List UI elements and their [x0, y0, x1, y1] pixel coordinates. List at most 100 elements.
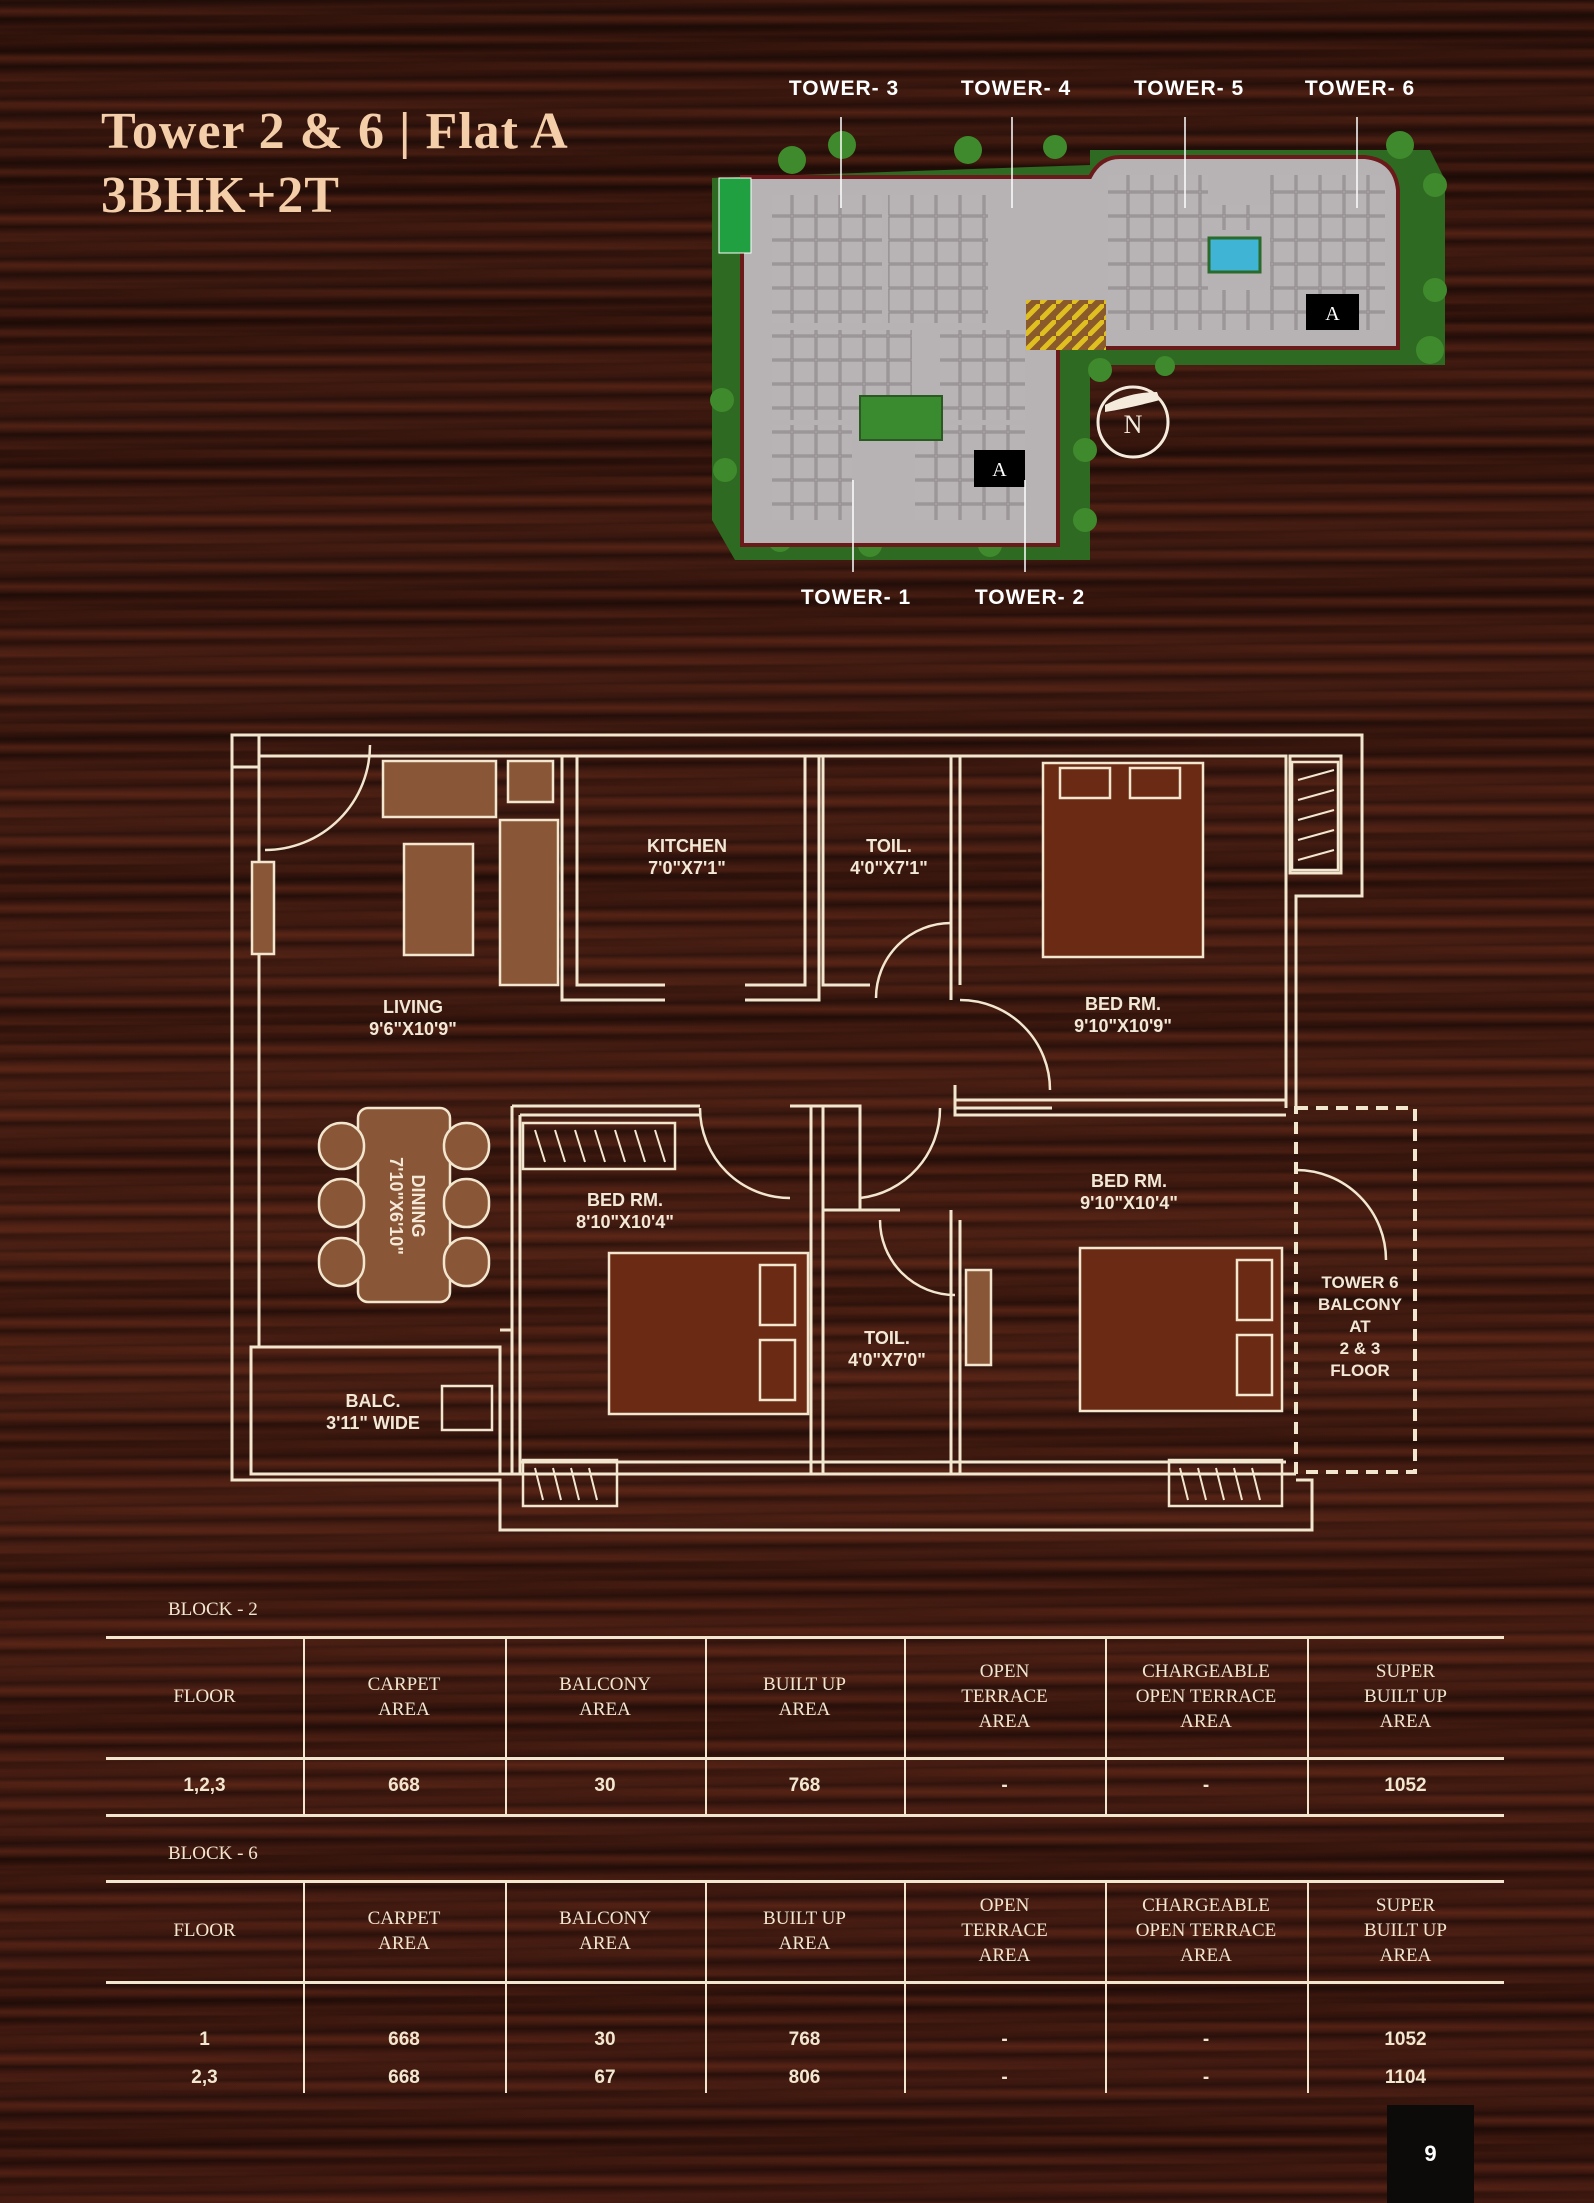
table-cell: 1104: [1384, 2067, 1427, 2088]
room-name: TOIL.: [866, 836, 912, 856]
wardrobe-bed2: [521, 1121, 677, 1171]
title-line-1: Tower 2 & 6 | Flat A: [101, 103, 569, 160]
column-divider: [1307, 1880, 1309, 2093]
table-cell: 1052: [1384, 1775, 1427, 1796]
flat-marker-tower2-label: A: [992, 459, 1007, 481]
sofa: [381, 759, 498, 819]
armchair: [506, 759, 555, 804]
header-line: TERRACE: [961, 1920, 1048, 1941]
table-cell: 2,3: [191, 2067, 218, 2088]
header-line: AREA: [378, 1698, 430, 1720]
room-name: BED RM.: [586, 1190, 663, 1210]
table-cell: 30: [594, 2029, 616, 2050]
table-cell: 668: [388, 2029, 420, 2050]
room-size: 3'11" WIDE: [326, 1413, 420, 1433]
header-line: BALCONY: [559, 1907, 651, 1929]
header-line: BUILT UP: [1364, 1686, 1447, 1707]
tower-3-label: TOWER- 3: [788, 77, 900, 100]
table-cell: -: [1202, 2029, 1210, 2050]
table-cell: 668: [388, 2067, 420, 2088]
table-cell: 806: [788, 2067, 821, 2088]
header-line: BUILT UP: [1364, 1920, 1447, 1941]
wardrobe-bed1: [1290, 760, 1340, 872]
tower-leader-lines: [840, 117, 1358, 572]
header-line: SUPER: [1375, 1661, 1436, 1682]
header-line: OPEN: [979, 1895, 1030, 1916]
room-size: 9'10"X10'9": [1074, 1016, 1172, 1036]
room-name: BED RM.: [1084, 994, 1161, 1014]
header-line: TERRACE: [961, 1686, 1048, 1707]
note-line: BALCONY: [1317, 1295, 1403, 1314]
column-divider: [904, 1880, 906, 2093]
column-divider: [705, 1880, 707, 2093]
bed-3-label: BED RM.9'10"X10'4": [1080, 1170, 1178, 1214]
balcony-unit: [440, 1384, 494, 1432]
door-swings: [264, 744, 1388, 1297]
header-line: AREA: [1180, 1945, 1232, 1966]
room-size: 8'10"X10'4": [576, 1212, 674, 1232]
floor-plan-drawing: [230, 733, 1417, 1532]
table-cell: 668: [388, 1775, 420, 1796]
swimming-pool: [1207, 236, 1262, 274]
bed-3: [1078, 1246, 1284, 1413]
toilet-1-label: TOIL.4'0"X7'1": [850, 835, 928, 879]
column-divider: [505, 1880, 507, 2093]
table-header-rule: [106, 1757, 1504, 1760]
column-header: CARPET AREA: [303, 1636, 505, 1757]
room-name: KITCHEN: [647, 836, 727, 856]
header-line: CHARGEABLE: [1142, 1661, 1270, 1682]
table-cell: 768: [788, 2029, 821, 2050]
side-sofa: [498, 818, 560, 987]
note-line: AT: [1349, 1317, 1371, 1336]
table-top-rule: [106, 1880, 1504, 1883]
table-cell: -: [1001, 1775, 1008, 1796]
bed-1: [1041, 761, 1205, 959]
room-size: 4'0"X7'1": [850, 858, 928, 878]
room-size: 4'0"X7'0": [848, 1350, 926, 1370]
table-header-rule: [106, 1981, 1504, 1984]
room-name: LIVING: [382, 997, 444, 1017]
column-header: FLOOR: [106, 1636, 303, 1757]
table-bottom-rule: [106, 1814, 1504, 1817]
coffee-table: [402, 842, 475, 957]
table-cell: 30: [594, 1775, 616, 1796]
bed-2: [607, 1251, 810, 1416]
table-top-rule: [106, 1636, 1504, 1639]
header-line: BUILT UP: [763, 1907, 846, 1929]
header-line: OPEN TERRACE: [1135, 1686, 1277, 1707]
table-cell: -: [1202, 2067, 1210, 2088]
north-compass-icon: N: [1096, 385, 1170, 459]
tower-1-label: TOWER- 1: [800, 586, 912, 609]
header-line: CARPET: [367, 1673, 441, 1695]
tower6-balcony-outline: [1294, 1106, 1417, 1474]
room-name: BALC.: [345, 1391, 401, 1411]
room-name: DINING: [408, 1174, 428, 1238]
room-size: 9'6"X10'9": [369, 1019, 457, 1039]
bed-1-label: BED RM.9'10"X10'9": [1074, 993, 1172, 1037]
room-name: TOIL.: [864, 1328, 910, 1348]
walls: [230, 733, 1364, 1532]
table-cell: 768: [788, 1775, 821, 1796]
room-size: 7'10"X6'10": [386, 1157, 406, 1255]
header-line: OPEN: [979, 1661, 1030, 1682]
header-line: AREA: [778, 1698, 831, 1720]
note-line: TOWER 6: [1321, 1273, 1399, 1292]
header-line: OPEN TERRACE: [1135, 1920, 1277, 1941]
table-cell: 67: [594, 2067, 616, 2088]
header-line: AREA: [1379, 1945, 1432, 1966]
column-divider: [303, 1880, 305, 2093]
header-line: CHARGEABLE: [1142, 1895, 1270, 1916]
tower-5-label: TOWER- 5: [1133, 77, 1245, 100]
column-divider: [1105, 1880, 1107, 2093]
column-divider: [303, 1636, 305, 1814]
tower-4-label: TOWER- 4: [960, 77, 1072, 100]
